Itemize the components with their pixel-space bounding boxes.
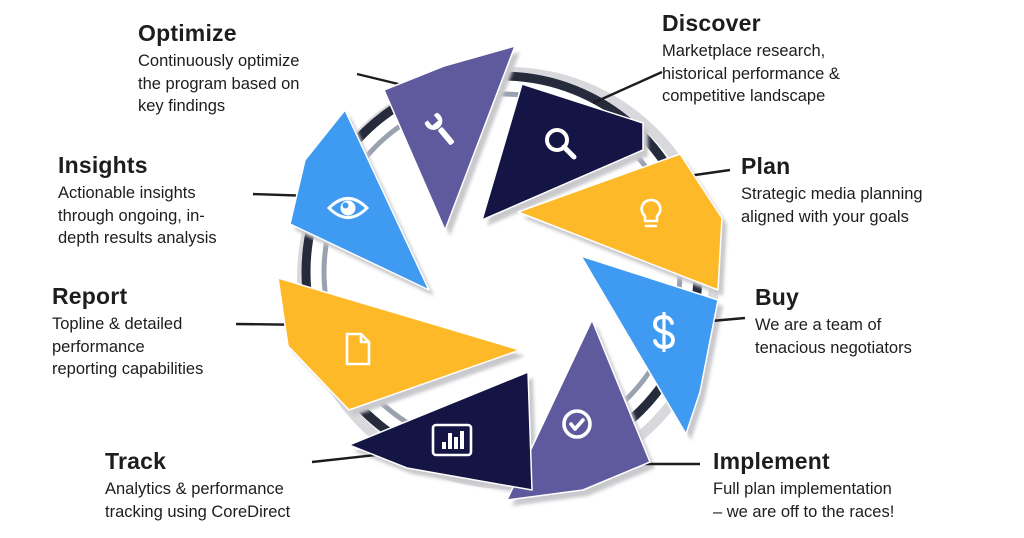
stage-desc-optimize: Continuously optimize the program based … [138,50,378,118]
connector-line-track [311,452,386,464]
dollar-icon [653,312,675,352]
checkmark-icon [562,409,592,439]
stage-title-optimize: Optimize [138,20,237,46]
desc-line: the program based on [138,74,300,93]
connector-line-discover [592,70,663,105]
desc-line: Topline & detailed [52,315,183,333]
desc-line: Strategic media planning [741,185,923,203]
stage-title-buy: Buy [755,284,800,310]
desc-line: competitive landscape [662,87,826,105]
blade-track [348,371,533,491]
blade-discover [481,83,644,221]
stage-label-track: Track Analytics & performance tracking u… [105,448,365,523]
stage-label-discover: Discover Marketplace research, historica… [662,10,922,108]
stage-desc-plan: Strategic media planning aligned with yo… [741,183,1001,228]
stage-title-track: Track [105,448,167,474]
stage-label-buy: Buy We are a team of tenacious negotiato… [755,284,995,359]
desc-line: reporting capabilities [52,360,204,378]
desc-line: We are a team of [755,316,882,334]
stage-title-report: Report [52,283,128,309]
stage-desc-buy: We are a team of tenacious negotiators [755,314,995,359]
stage-title-plan: Plan [741,153,791,179]
bar-chart-icon [431,423,473,457]
eye-icon [326,197,370,219]
desc-line: Full plan implementation [713,480,892,498]
blade-buy [580,255,719,435]
desc-line: Actionable insights [58,184,196,202]
stage-title-implement: Implement [713,448,830,474]
blade-insights [289,109,430,291]
stage-desc-discover: Marketplace research, historical perform… [662,40,922,108]
desc-line: through ongoing, in- [58,206,205,225]
stage-label-implement: Implement Full plan implementation – we … [713,448,973,523]
desc-line: performance [52,337,145,356]
stage-desc-track: Analytics & performance tracking using C… [105,478,365,523]
document-icon [345,332,371,366]
desc-line: Marketplace research, [662,42,826,60]
blade-plan [517,153,723,291]
stage-label-optimize: Optimize Continuously optimize the progr… [138,20,378,118]
stage-desc-report: Topline & detailed performance reporting… [52,313,272,381]
desc-line: tenacious negotiators [755,338,912,357]
search-icon [545,128,577,160]
lightbulb-icon [640,198,662,228]
desc-line: tracking using CoreDirect [105,502,291,521]
desc-line: depth results analysis [58,229,217,247]
desc-line: – we are off to the races! [713,502,895,521]
desc-line: key findings [138,97,226,115]
stage-label-insights: Insights Actionable insights through ong… [58,152,278,250]
blade-report [277,277,521,411]
desc-line: Analytics & performance [105,480,284,498]
stage-title-insights: Insights [58,152,148,178]
desc-line: Continuously optimize [138,52,300,70]
stage-desc-implement: Full plan implementation – we are off to… [713,478,973,523]
stage-title-discover: Discover [662,10,761,36]
stage-label-plan: Plan Strategic media planning aligned wi… [741,153,1001,228]
stage-desc-insights: Actionable insights through ongoing, in-… [58,182,278,250]
wrench-icon [424,112,455,145]
stage-label-report: Report Topline & detailed performance re… [52,283,272,381]
desc-line: aligned with your goals [741,207,909,226]
desc-line: historical performance & [662,64,840,83]
